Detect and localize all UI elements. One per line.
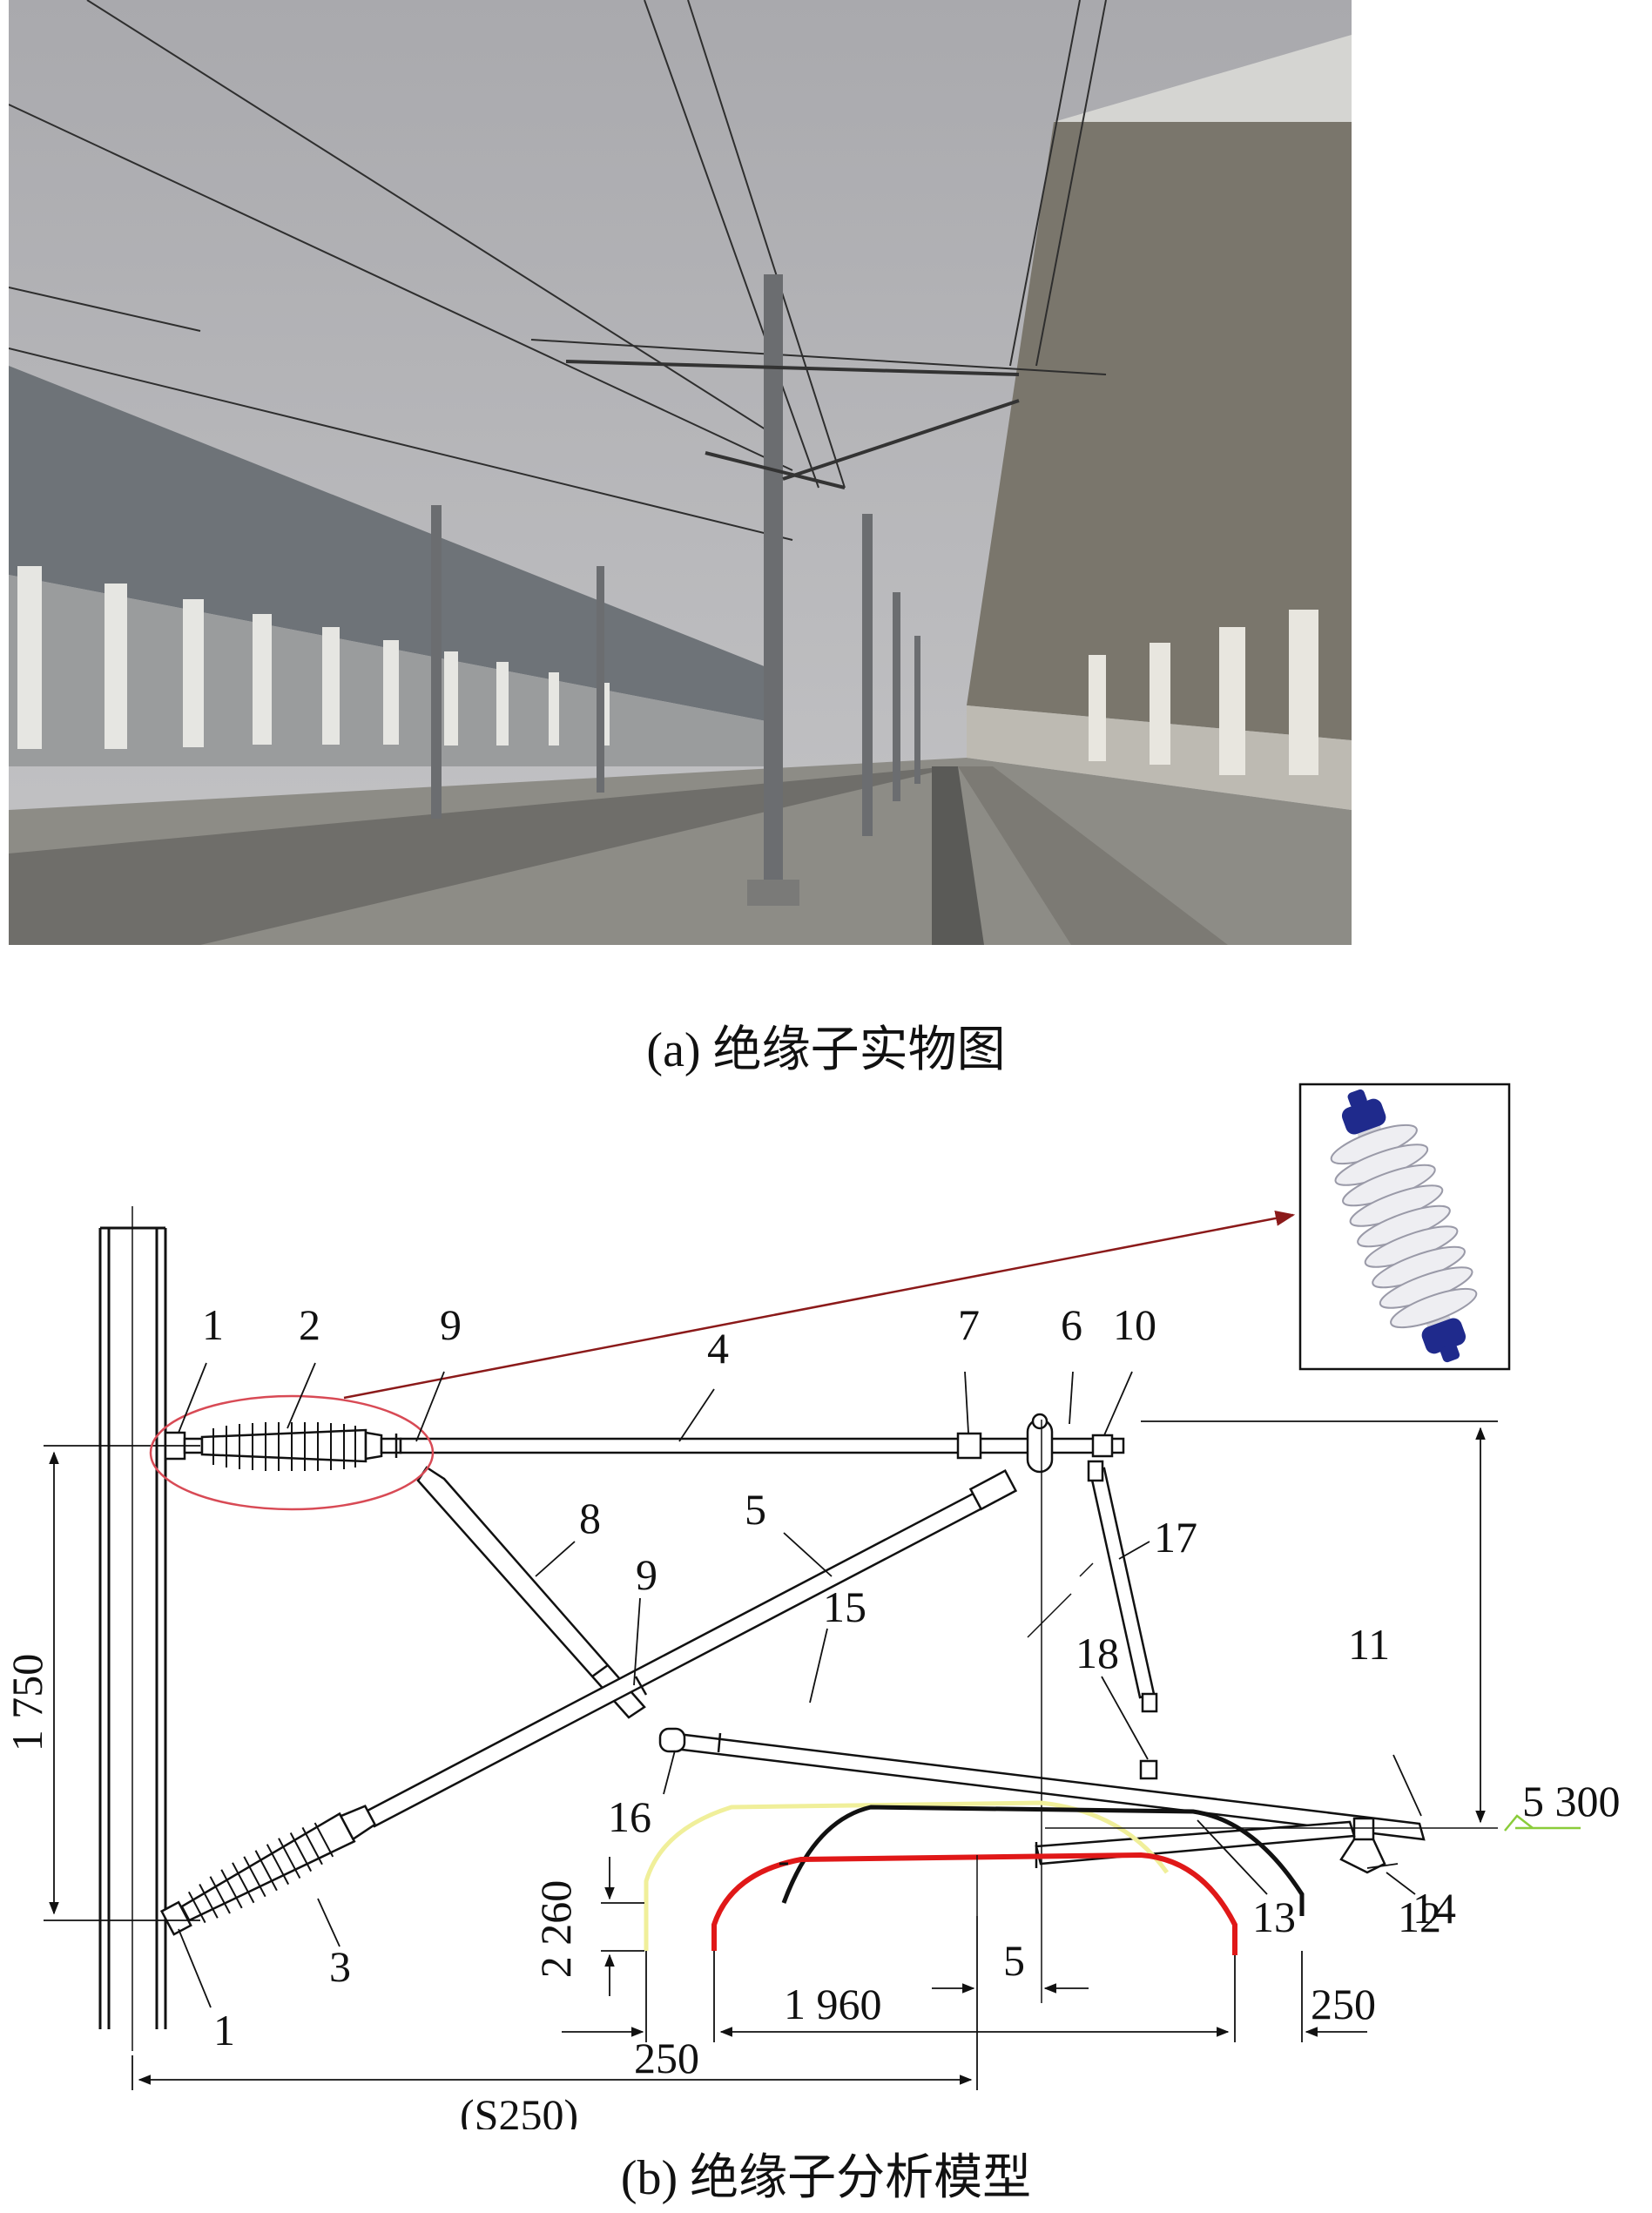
part-label-13: 13 bbox=[1252, 1893, 1296, 1941]
part-label-15: 15 bbox=[823, 1582, 866, 1631]
dim-250-left: 250 bbox=[634, 2034, 699, 2082]
upper-insulator bbox=[164, 1422, 402, 1471]
part-label-4: 4 bbox=[707, 1324, 729, 1373]
diagonal-brace bbox=[416, 1466, 646, 1719]
part-label-5: 5 bbox=[745, 1485, 766, 1534]
dim-1750: 1 750 bbox=[3, 1654, 51, 1752]
callout-arrow bbox=[343, 1210, 1296, 1400]
caption-photo: (a) 绝缘子实物图 bbox=[646, 1023, 1006, 1077]
yellow-profile bbox=[644, 1800, 1170, 1951]
black-profile bbox=[781, 1805, 1305, 1916]
part-label-16: 16 bbox=[608, 1792, 651, 1841]
part-label-1: 1 bbox=[202, 1300, 224, 1349]
steady-arm bbox=[1035, 1820, 1356, 1868]
red-profile bbox=[711, 1852, 1237, 1955]
insulator-3d-inset bbox=[1298, 1083, 1511, 1371]
dimension-lines bbox=[44, 1420, 1498, 2090]
part-label-9-mid: 9 bbox=[636, 1550, 657, 1599]
part-label-2: 2 bbox=[299, 1300, 320, 1349]
part-label-17: 17 bbox=[1154, 1513, 1197, 1562]
dim-5: 5 bbox=[1003, 1936, 1025, 1985]
dim-s250: (S250) bbox=[460, 2090, 578, 2129]
part-label-6: 6 bbox=[1061, 1300, 1082, 1349]
insulator-callout-ellipse bbox=[149, 1394, 435, 1511]
dim-250-right: 250 bbox=[1311, 1980, 1376, 2028]
stay-tube bbox=[1087, 1460, 1158, 1780]
part-label-1-bottom: 1 bbox=[213, 2006, 235, 2054]
part-label-11: 11 bbox=[1348, 1620, 1390, 1669]
positioning-tube bbox=[658, 1727, 1426, 1874]
part-label-9-top: 9 bbox=[440, 1300, 462, 1349]
insulator-photo bbox=[9, 0, 1352, 945]
mast bbox=[98, 1206, 167, 2051]
leader-lines bbox=[178, 1362, 1422, 2008]
part-label-3: 3 bbox=[329, 1942, 351, 1991]
part-label-12: 12 bbox=[1398, 1893, 1441, 1941]
caption-model: (b) 绝缘子分析模型 bbox=[620, 2151, 1032, 2205]
part-label-18: 18 bbox=[1075, 1629, 1119, 1677]
part-label-8: 8 bbox=[579, 1494, 601, 1542]
dim-2260: 2 260 bbox=[531, 1880, 580, 1979]
dim-1960: 1 960 bbox=[784, 1980, 882, 2028]
insulator-analysis-diagram: 1 2 9 4 7 6 10 8 5 9 15 17 18 11 16 14 1… bbox=[3, 1083, 1621, 2129]
horizontal-cantilever bbox=[394, 1413, 1125, 1474]
part-label-10: 10 bbox=[1113, 1300, 1156, 1349]
lower-insulator bbox=[159, 1805, 377, 1936]
part-label-7: 7 bbox=[958, 1300, 980, 1349]
part-label-14: 14 bbox=[1413, 1884, 1456, 1933]
dim-5300: 5 300 bbox=[1522, 1777, 1621, 1825]
